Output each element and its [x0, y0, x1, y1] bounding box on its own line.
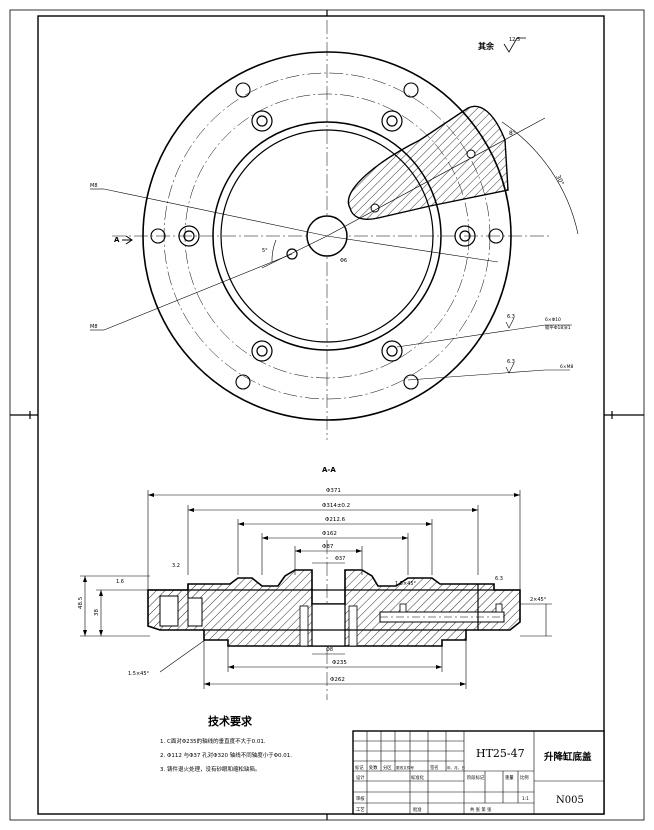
leader-label-2: M8 [90, 324, 98, 330]
tech-req-item-2: 2. Φ112 与Φ37 孔对Φ320 轴线不同轴度小于Φ0.01. [160, 751, 292, 759]
stage-scale: 比例 [520, 774, 529, 781]
dim-roughness-2: 3.2 [172, 563, 180, 569]
dim-height-1: 48.5 [78, 596, 84, 609]
small-angle-value: 5° [262, 248, 268, 254]
row-review: 审核 [356, 795, 365, 802]
section-dimension-lines [80, 490, 552, 689]
surface-finish-value: 12.5 [509, 37, 520, 43]
dim-roughness-1: 1.6 [116, 579, 124, 585]
scale-value: 1:1 [522, 796, 529, 802]
part-name-label: 升降缸底盖 [544, 751, 592, 763]
header-date: 年、月、日 [447, 765, 465, 770]
angle-dimension [326, 117, 579, 263]
center-label: Φ6 [340, 258, 347, 264]
header-signature: 签名 [430, 764, 439, 771]
header-mark: 标记 [355, 764, 364, 771]
roughness-label-b: 6.3 [507, 359, 515, 365]
leader-label-1: M8 [90, 183, 98, 189]
row-process: 工艺 [356, 807, 365, 813]
angle-value: 30° [554, 174, 565, 187]
right-leaders [396, 317, 572, 381]
tech-req-title: 技术要求 [208, 714, 253, 728]
section-marker-label: A [114, 236, 120, 244]
inner-step-inner [220, 129, 434, 343]
lever-section [347, 105, 509, 220]
dim-dia-3: Φ162 [322, 531, 337, 537]
tech-requirements: 技术要求 1. C面对Φ235的轴线的垂直度不大于0.01. 2. Φ112 与… [160, 714, 292, 773]
dim-dia-2: Φ212.6 [325, 517, 346, 523]
title-block: 标记 处数 分区 更改文件号 签名 年、月、日 设计 标准化 审核 工艺 批准 … [352, 730, 605, 815]
dim-height-2: 38 [94, 609, 100, 616]
bolt-circle [163, 72, 491, 400]
section-step-lines [148, 584, 520, 631]
dim-dia-4: Φ87 [322, 544, 334, 550]
counterbored-holes [178, 110, 476, 362]
angle-mark: 8° [509, 130, 516, 137]
top-view: 30° 8° 5° Φ6 M8 M8 A [90, 20, 579, 440]
surface-finish-note: 其余 12.5 [478, 37, 526, 53]
material-label: HT25-47 [476, 747, 525, 760]
row-std: 标准化 [411, 774, 425, 781]
row-approve: 批准 [413, 806, 422, 813]
section-marker-a [122, 235, 133, 245]
note-right-2: 6×M8 [560, 364, 574, 370]
section-view: A-A [78, 466, 552, 700]
dim-bottom-1: Φ235 [332, 660, 347, 666]
dim-chamfer-3: 2×45° [530, 597, 547, 603]
roughness-label-a: 6.3 [507, 314, 515, 320]
hole-pitch-circle [184, 93, 470, 379]
surface-finish-label: 其余 [478, 41, 495, 51]
tech-req-item-3: 3. 铸件退火处理，没有砂眼和缩松缺陷。 [160, 765, 261, 773]
row-design: 设计 [356, 774, 365, 781]
left-leaders [90, 188, 328, 331]
centering-marks [10, 10, 644, 820]
revision-headers: 标记 处数 分区 更改文件号 签名 年、月、日 设计 标准化 审核 工艺 批准 … [355, 764, 529, 813]
inner-step-outer [212, 121, 442, 351]
note-right-1b: 锪平Φ18深1 [545, 324, 571, 331]
dim-bottom-3: Φ8 [326, 647, 333, 653]
dimension-arrows [83, 493, 520, 686]
stage-weight: 重量 [505, 774, 514, 781]
sheet-info: 共 张 第 张 [470, 806, 492, 813]
outer-flange-circle [142, 51, 512, 421]
header-change-doc: 更改文件号 [396, 765, 414, 770]
tech-req-item-1: 1. C面对Φ235的轴线的垂直度不大于0.01. [160, 737, 266, 745]
dim-chamfer-2: 1.5×45° [128, 671, 150, 677]
dim-roughness-3: 6.3 [495, 576, 503, 582]
section-profile [147, 569, 521, 647]
section-label: A-A [322, 466, 336, 474]
dim-dia-5: Φ37 [335, 556, 345, 562]
chamfer-leader [159, 639, 206, 673]
dim-bottom-2: Φ262 [330, 677, 345, 683]
note-right-1a: 6×Φ10 [545, 317, 561, 323]
bolt-holes [150, 82, 504, 390]
small-hole [286, 248, 298, 260]
section-pin-holes [399, 603, 503, 613]
revision-grid [353, 731, 604, 814]
header-count: 处数 [369, 764, 378, 771]
stage-mark: 阶段标记 [467, 774, 485, 781]
roughness-symbol-icon [503, 37, 526, 53]
header-zone: 分区 [383, 764, 392, 771]
inner-frame [37, 15, 605, 815]
dim-overall-dia: Φ371 [326, 488, 341, 494]
drawing-number-label: N005 [556, 795, 584, 806]
dim-bolt-circle: Φ314±0.2 [322, 503, 350, 509]
